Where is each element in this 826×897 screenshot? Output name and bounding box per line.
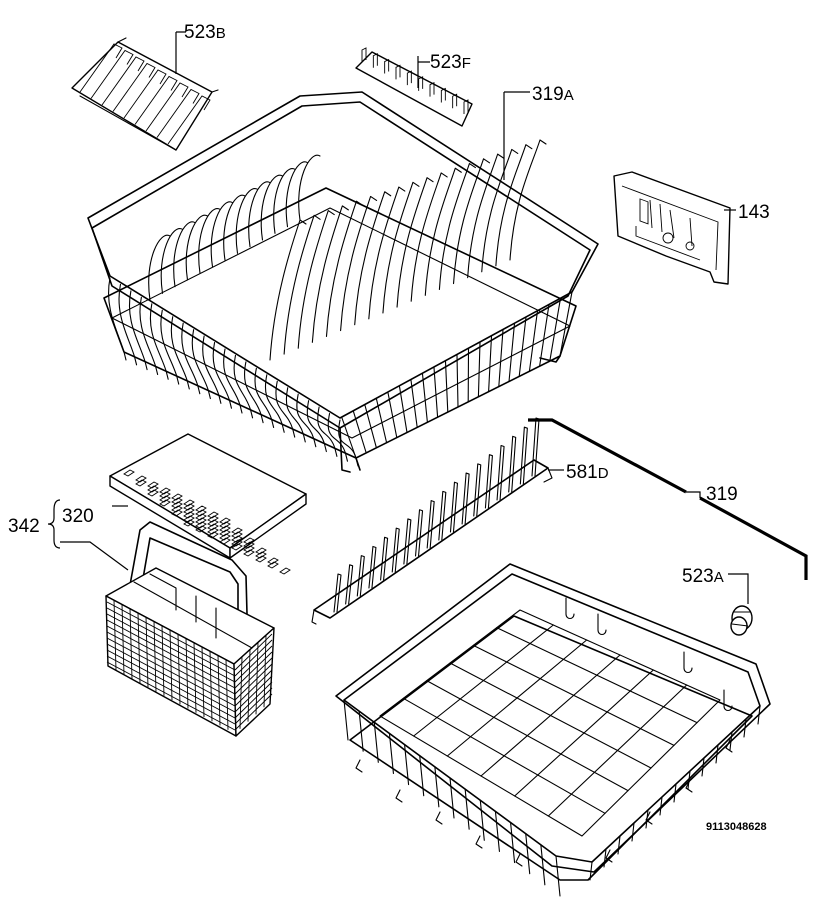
part-319a-drawing [87, 91, 599, 473]
part-143-drawing [613, 171, 731, 285]
label-581d: 581D [566, 462, 609, 483]
label-143: 143 [738, 202, 770, 223]
document-code: 9113048628 [706, 821, 767, 833]
part-581d-drawing [311, 417, 553, 625]
part-523a-drawing [730, 605, 753, 636]
part-labels: 523B 523F 319A 143 581D 319 523A 320 342… [8, 22, 770, 833]
part-319-drawing [528, 418, 808, 580]
label-319a: 319A [532, 84, 574, 105]
label-342: 342 [8, 516, 40, 537]
leader-lines [47, 31, 749, 604]
label-523a: 523A [682, 566, 724, 587]
label-523f: 523F [430, 52, 471, 73]
label-523b: 523B [184, 22, 226, 43]
part-523b-drawing [71, 37, 219, 151]
label-319: 319 [706, 484, 738, 505]
part-523f-drawing [355, 47, 473, 127]
lower-basket-drawing [335, 563, 771, 897]
part-342-drawing [105, 521, 275, 737]
part-320-drawing [109, 433, 307, 575]
label-320: 320 [62, 506, 94, 527]
